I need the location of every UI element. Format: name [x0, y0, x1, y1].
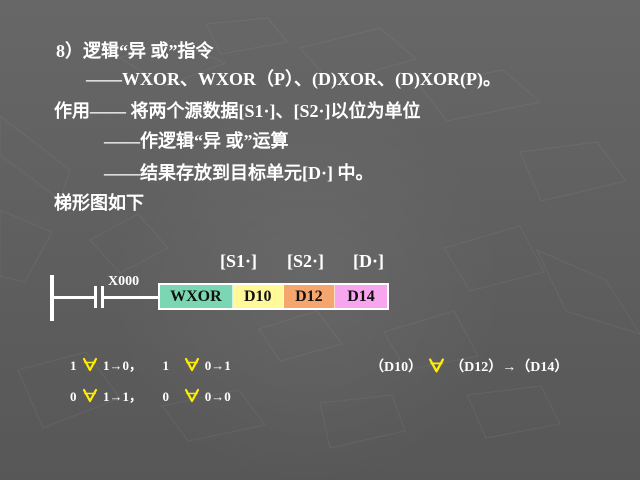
- function-description-line: 作用—— 将两个源数据[S1·]、[S2·]以位为单位: [54, 101, 421, 121]
- destination-register: D14: [334, 285, 387, 308]
- ladder-heading: 梯形图如下: [54, 193, 144, 213]
- result-storage-line: ——结果存放到目标单元[D·] 中。: [104, 163, 374, 183]
- contact-right-bar: [101, 286, 104, 308]
- instruction-opcode: WXOR: [160, 285, 233, 308]
- contact-output-line: [104, 296, 160, 299]
- truth-row-2-result-a: 1→1，: [103, 389, 143, 404]
- xor-symbol-icon: [82, 357, 97, 372]
- truth-row-1: 1 1→0， 1 0→1: [70, 357, 231, 373]
- ladder-diagram: X000 WXOR D10 D12 D14: [50, 275, 400, 325]
- contact-input-line: [54, 296, 94, 299]
- truth-row-1-result-b: 0→1: [204, 358, 231, 373]
- instruction-variants: ——WXOR、WXOR（P）、(D)XOR、(D)XOR(P)。: [86, 69, 501, 89]
- source1-register: D10: [232, 285, 284, 308]
- operand-labels: [S1·] [S2·] [D·]: [220, 252, 420, 276]
- formula-right-expression: （D12）→（D14）: [450, 360, 569, 375]
- truth-row-2-result-b: 0→0: [204, 389, 231, 404]
- xor-symbol-icon: [184, 388, 199, 403]
- xor-symbol-icon: [82, 388, 97, 403]
- section-title: 8）逻辑“异 或”指令: [56, 41, 214, 61]
- xor-formula: （D10） （D12）→（D14）: [370, 357, 610, 375]
- truth-row-1-operand-a: 1: [70, 358, 77, 373]
- instruction-block: WXOR D10 D12 D14: [158, 283, 389, 310]
- xor-symbol-icon: [184, 357, 199, 372]
- destination-label: [D·]: [353, 251, 384, 271]
- truth-row-2-operand-b: 0: [162, 389, 170, 404]
- contact-left-bar: [94, 286, 97, 308]
- truth-row-1-operand-b: 1: [162, 358, 170, 373]
- contact-label: X000: [108, 274, 140, 289]
- source1-label: [S1·]: [220, 251, 258, 271]
- truth-row-2: 0 1→1， 0 0→0: [70, 388, 231, 404]
- truth-row-1-result-a: 1→0，: [103, 358, 143, 373]
- left-power-rail: [50, 275, 54, 321]
- source2-label: [S2·]: [287, 251, 325, 271]
- formula-left-operand: （D10）: [370, 360, 423, 375]
- xor-symbol-icon: [428, 358, 444, 373]
- truth-row-2-operand-a: 0: [70, 389, 77, 404]
- xor-operation-line: ——作逻辑“异 或”运算: [104, 131, 289, 151]
- xor-truth-examples: 1 1→0， 1 0→1 0 1→1， 0: [70, 357, 320, 417]
- source2-register: D12: [283, 285, 335, 308]
